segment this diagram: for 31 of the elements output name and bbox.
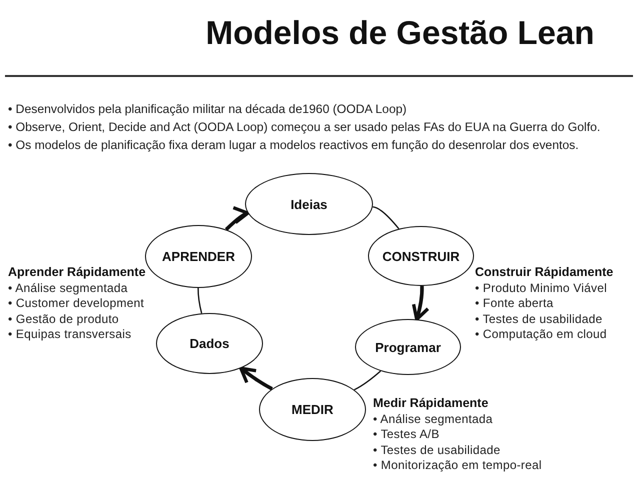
curved-arrow bbox=[239, 366, 273, 390]
bullet-text: • Fonte aberta bbox=[475, 296, 554, 312]
connector-line bbox=[354, 370, 382, 390]
curved-arrow bbox=[412, 286, 430, 322]
title: Modelos de Gestão Lean bbox=[204, 14, 596, 52]
bullet-text: • Análise segmentada bbox=[373, 412, 494, 427]
bullet-text: • Os modelos de planificação fixa deram lugar a modelos reactivos em função do desenrolar dos eventos. bbox=[8, 137, 580, 154]
bullet-text: • Observe, Orient, Decide and Act (OODA Loop) começou a ser usado pelas FAs do EUA na Guerra do Golfo. bbox=[8, 119, 602, 136]
bullet-text: • Desenvolvidos pela planificação militar na década de1960 (OODA Loop) bbox=[8, 101, 408, 118]
bullet-text: • Análise segmentada bbox=[8, 280, 129, 296]
curved-arrow bbox=[224, 207, 250, 231]
connector-line bbox=[372, 206, 400, 230]
bullet-text: • Computação em cloud bbox=[475, 327, 608, 342]
bullet-text: • Equipas transversais bbox=[8, 327, 132, 342]
connector-line bbox=[198, 288, 202, 314]
node-label: Dados bbox=[190, 336, 230, 351]
node-label: APRENDER bbox=[162, 249, 235, 264]
node-label: CONSTRUIR bbox=[382, 248, 460, 264]
list-heading: Aprender Rápidamente bbox=[8, 265, 146, 280]
list-heading: Medir Rápidamente bbox=[373, 396, 490, 412]
bullet-text: • Produto Minimo Viável bbox=[475, 280, 608, 296]
node-label: Programar bbox=[375, 340, 441, 354]
node-label: Ideias bbox=[290, 196, 328, 212]
bullet-text: • Testes A/B bbox=[373, 427, 440, 442]
bullet-text: • Monitorização em tempo-real bbox=[373, 458, 542, 474]
node-label: MEDIR bbox=[292, 402, 334, 417]
bullet-text: • Testes de usabilidade bbox=[475, 312, 604, 327]
list-heading: Construir Rápidamente bbox=[475, 265, 614, 280]
bullet-text: • Testes de usabilidade bbox=[373, 442, 502, 458]
bullet-text: • Customer development bbox=[8, 296, 145, 312]
bullet-text: • Gestão de produto bbox=[8, 312, 120, 327]
